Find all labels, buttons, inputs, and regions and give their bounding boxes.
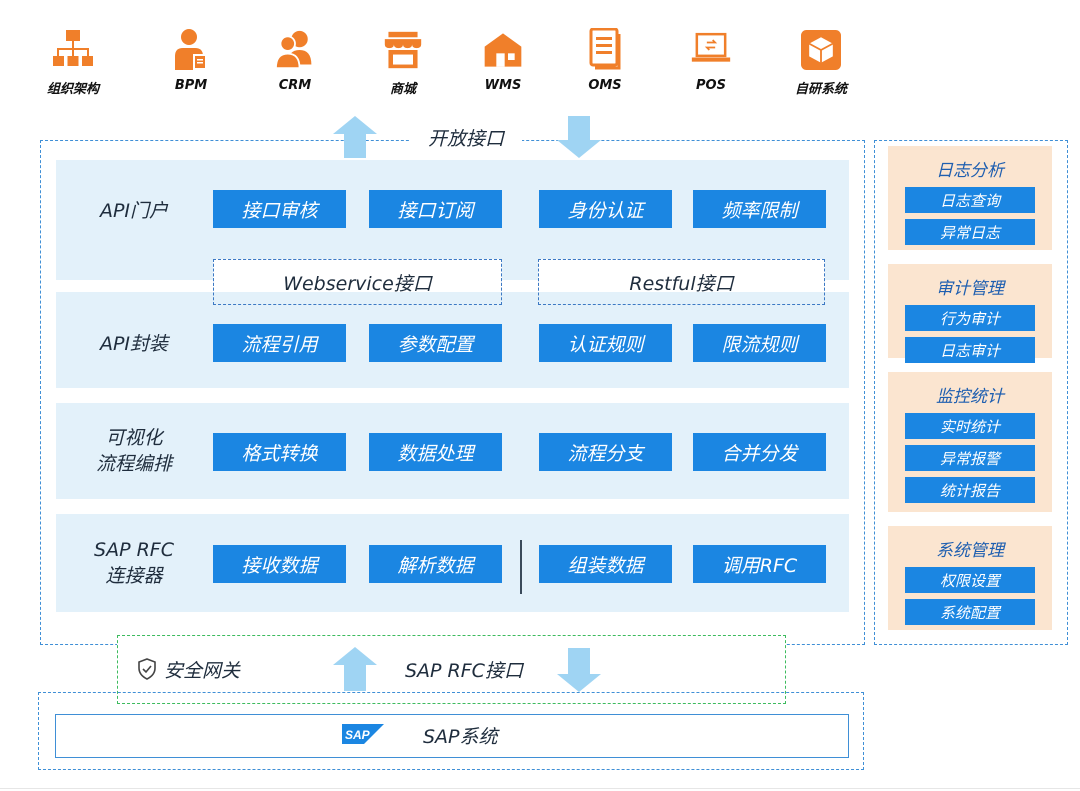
btn-parse-data[interactable]: 解析数据 [369, 545, 502, 583]
svg-text:SAP: SAP [345, 728, 371, 742]
btn-call-rfc[interactable]: 调用RFC [693, 545, 826, 583]
warehouse-icon [483, 28, 523, 72]
gateway-label: 安全网关 [164, 660, 241, 682]
btn-assemble-data[interactable]: 组装数据 [539, 545, 672, 583]
row-title: API封装 [99, 333, 169, 355]
side-card-log-analysis: 日志分析 日志查询 异常日志 [888, 146, 1052, 250]
system-label: CRM [278, 78, 312, 93]
cube-icon [801, 28, 841, 72]
system-label: 自研系统 [794, 82, 847, 97]
btn-identity-auth[interactable]: 身份认证 [539, 190, 672, 228]
system-wms[interactable]: WMS [458, 28, 548, 93]
btn-interface-subscribe[interactable]: 接口订阅 [369, 190, 502, 228]
row-title-line1: SAP RFC [94, 539, 174, 561]
shop-icon [383, 28, 423, 72]
row-title-line2: 流程编排 [95, 453, 172, 475]
side-card-audit: 审计管理 行为审计 日志审计 [888, 264, 1052, 363]
system-mall[interactable]: 商城 [358, 28, 448, 97]
arrow-up-icon [333, 647, 377, 691]
arrow-down-icon [557, 648, 601, 692]
btn-realtime-stats[interactable]: 实时统计 [905, 413, 1035, 439]
btn-exception-alert[interactable]: 异常报警 [905, 445, 1035, 471]
side-card-title: 系统管理 [936, 541, 1004, 561]
system-label: OMS [588, 78, 622, 93]
btn-auth-rules[interactable]: 认证规则 [539, 324, 672, 362]
system-org[interactable]: 组织架构 [28, 28, 118, 97]
document-list-icon [585, 28, 625, 72]
btn-log-query[interactable]: 日志查询 [905, 187, 1035, 213]
arrow-down-icon [557, 116, 601, 158]
side-card-title: 审计管理 [936, 279, 1004, 299]
system-oms[interactable]: OMS [560, 28, 650, 93]
btn-system-config[interactable]: 系统配置 [905, 599, 1035, 625]
sap-system-label: SAP系统 [423, 726, 498, 748]
btn-data-process[interactable]: 数据处理 [369, 433, 502, 471]
side-panel [874, 140, 1068, 645]
side-card-title: 日志分析 [936, 161, 1004, 181]
btn-stats-report[interactable]: 统计报告 [905, 477, 1035, 503]
btn-process-branch[interactable]: 流程分支 [539, 433, 672, 471]
row-title: API门户 [99, 200, 169, 222]
system-label: WMS [484, 78, 522, 93]
system-label: BPM [174, 78, 208, 93]
btn-parameter-config[interactable]: 参数配置 [369, 324, 502, 362]
row-title: SAP RFC 连接器 [56, 537, 212, 589]
arrow-up-icon [333, 116, 377, 158]
open-interface-label: 开放接口 [410, 124, 523, 151]
btn-process-reference[interactable]: 流程引用 [213, 324, 346, 362]
btn-throttle-rules[interactable]: 限流规则 [693, 324, 826, 362]
system-label: 组织架构 [46, 82, 99, 97]
side-card-title: 监控统计 [936, 387, 1004, 407]
sap-container [38, 692, 864, 770]
system-bpm[interactable]: BPM [146, 28, 236, 93]
row-title-line2: 连接器 [105, 565, 163, 587]
users-icon [275, 28, 315, 72]
pos-terminal-icon [691, 28, 731, 72]
system-label: POS [696, 78, 726, 93]
system-self-developed[interactable]: 自研系统 [776, 28, 866, 97]
webservice-interface-overlay [213, 259, 502, 305]
sap-logo-icon: SAP [342, 724, 384, 744]
shield-icon [138, 658, 156, 680]
sap-system-box [55, 714, 849, 758]
side-card-system-management: 系统管理 权限设置 系统配置 [888, 526, 1052, 630]
system-label: 商城 [389, 82, 416, 97]
row-title: 可视化 流程编排 [56, 425, 212, 477]
org-chart-icon [53, 28, 93, 72]
divider [0, 788, 1080, 789]
btn-exception-log[interactable]: 异常日志 [905, 219, 1035, 245]
divider [520, 540, 522, 594]
btn-rate-limit[interactable]: 频率限制 [693, 190, 826, 228]
system-pos[interactable]: POS [666, 28, 756, 93]
btn-receive-data[interactable]: 接收数据 [213, 545, 346, 583]
btn-permission-settings[interactable]: 权限设置 [905, 567, 1035, 593]
btn-merge-dispatch[interactable]: 合并分发 [693, 433, 826, 471]
btn-format-convert[interactable]: 格式转换 [213, 433, 346, 471]
btn-behavior-audit[interactable]: 行为审计 [905, 305, 1035, 331]
btn-interface-review[interactable]: 接口审核 [213, 190, 346, 228]
side-card-monitoring: 监控统计 实时统计 异常报警 统计报告 [888, 372, 1052, 512]
rfc-interface-label: SAP RFC接口 [405, 660, 523, 682]
restful-interface-overlay [538, 259, 825, 305]
row-title-line1: 可视化 [105, 427, 163, 449]
system-crm[interactable]: CRM [250, 28, 340, 93]
btn-log-audit[interactable]: 日志审计 [905, 337, 1035, 363]
employee-badge-icon [171, 28, 211, 72]
